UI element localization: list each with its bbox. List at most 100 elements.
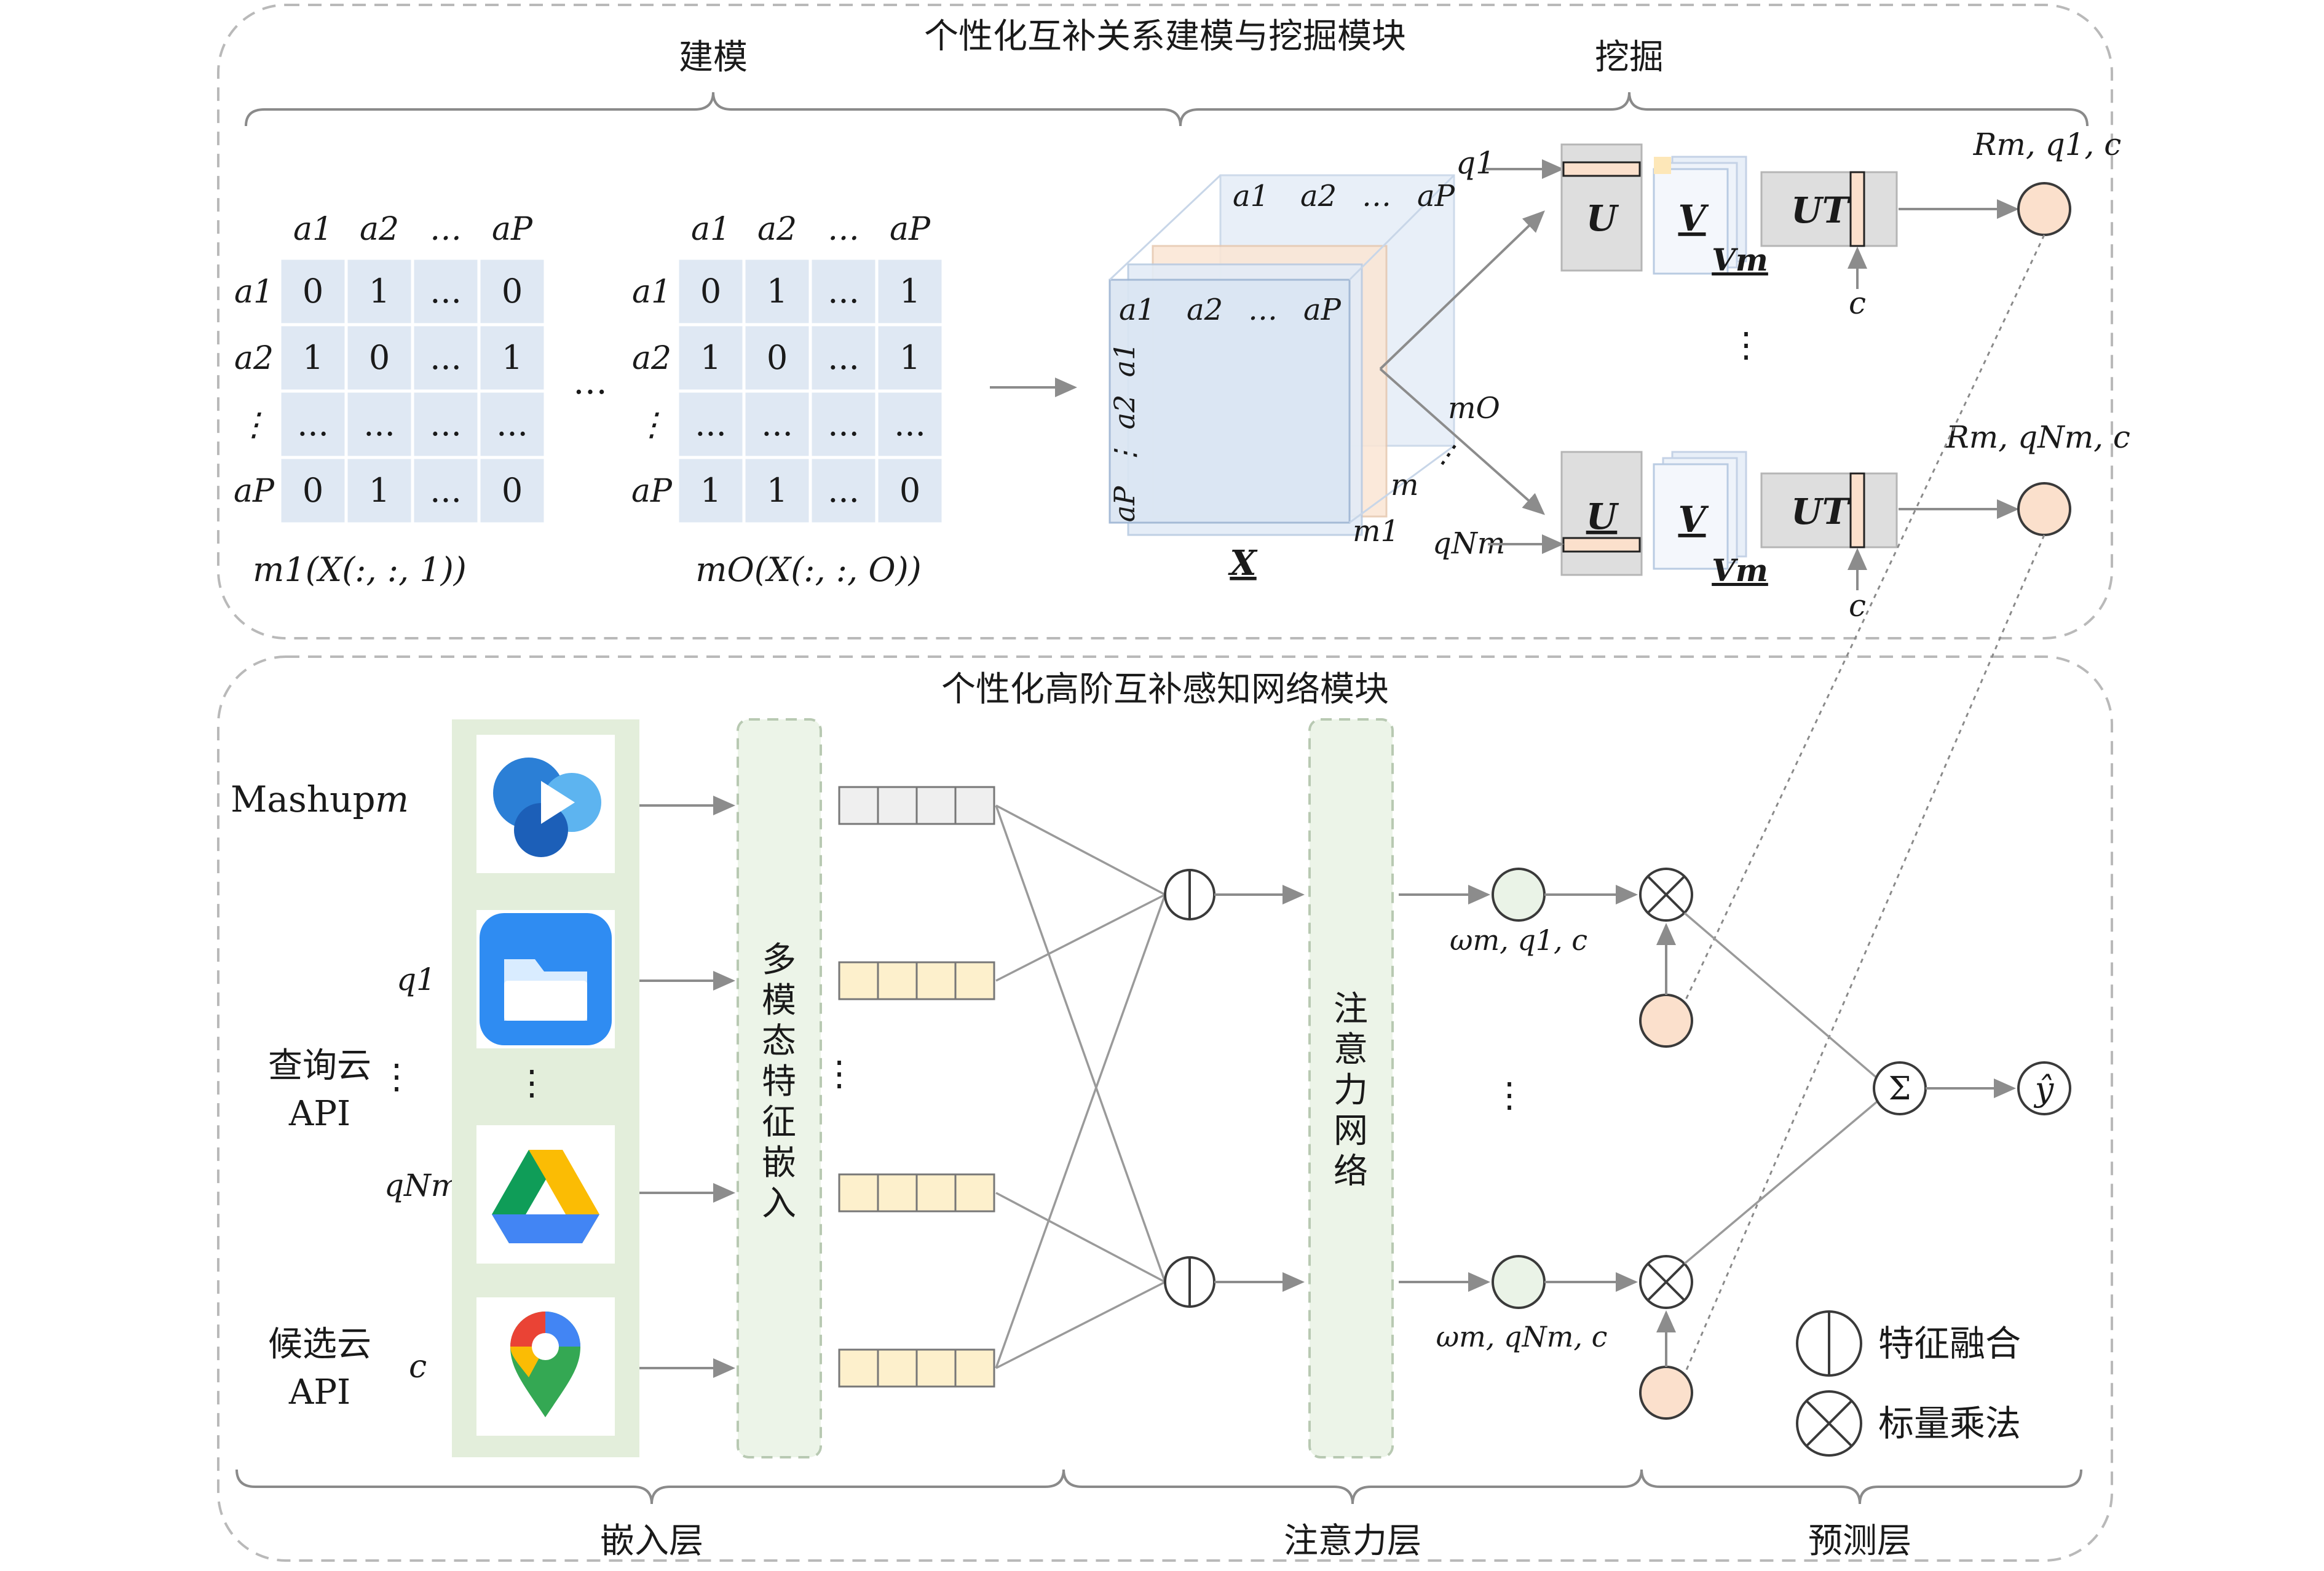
left-matrix-cell (411, 323, 481, 393)
embedding-vector-cell (877, 786, 918, 825)
multiply-node-bottom (1639, 1255, 1693, 1309)
left-matrix-cell-value: ... (430, 272, 462, 311)
embedding-vector-cell (838, 961, 879, 1000)
modeling-brace (245, 92, 1182, 127)
omega-node-bottom (1492, 1255, 1546, 1309)
tensor-front-row-header: a2 (1108, 395, 1141, 430)
right-matrix-cell-value: ... (894, 405, 926, 443)
embedding-box (737, 718, 822, 1458)
factorization-top: q1 U V Vm UT c Rm, q1, c (1456, 127, 2121, 321)
left-matrix-cell (411, 456, 481, 526)
left-matrix-cell-value: 1 (369, 272, 390, 311)
right-matrix-cell (742, 389, 812, 459)
left-matrix-cell (278, 256, 348, 326)
vertical-char: 征 (762, 1102, 796, 1142)
vector-dots: ⋮ (822, 1054, 856, 1094)
left-matrix-cell-value: 0 (369, 338, 390, 377)
tensor-back-col-header: … (1362, 179, 1391, 213)
vertical-char: 嵌 (762, 1143, 796, 1183)
left-matrix-cell-value: 0 (302, 471, 323, 510)
right-matrix-cell-value: 1 (767, 471, 788, 510)
right-matrix-cell-value: 1 (700, 471, 721, 510)
right-matrix-row-header: a1 (632, 274, 671, 311)
vertical-char: 态 (762, 1021, 796, 1061)
embedding-vector-cell (915, 961, 957, 1000)
tensor-to-bottom-arrow (1379, 368, 1545, 515)
mining-label: 挖掘 (1595, 38, 1664, 77)
tensor-to-top-arrow (1379, 210, 1545, 370)
left-matrix-col-header: aP (492, 211, 533, 248)
mashup-var: m (375, 778, 409, 820)
left-matrix-col-header: a2 (360, 211, 399, 248)
right-matrix-cell (808, 456, 879, 526)
top-module: 个性化互补关系建模与挖掘模块 建模 挖掘 (217, 4, 2113, 639)
sum-symbol: Σ (1889, 1070, 1911, 1107)
left-matrix-cell (477, 256, 547, 326)
U-label-top: U (1586, 197, 1619, 239)
left-matrix-cell-value: ... (297, 405, 329, 443)
right-matrix-cell-value: ... (828, 471, 860, 510)
left-matrix-cell-value: ... (363, 405, 395, 443)
right-matrix-cell (875, 256, 945, 326)
vertical-char: 网 (1334, 1111, 1368, 1151)
left-matrix-cell-value: ... (496, 405, 528, 443)
embedding-vector-cell (954, 1173, 995, 1213)
R-top-dotted-link (1683, 234, 2045, 1003)
UT-label-top: UT (1791, 189, 1851, 231)
V-label-top: V (1678, 197, 1709, 239)
tensor-slice-label-mO: mO (1448, 391, 1500, 425)
top-module-border (217, 4, 2113, 639)
left-matrix-row-header: a2 (234, 340, 274, 377)
matrix-between-dots: … (573, 362, 607, 402)
right-matrix-cell-value: 0 (767, 338, 788, 377)
tensor-back-col-header: aP (1417, 179, 1455, 213)
right-matrix-cell (808, 389, 879, 459)
attention-layer-brace (1062, 1469, 1643, 1505)
folder-icon (480, 913, 612, 1045)
vertical-char: 多 (762, 940, 796, 980)
left-matrix-caption: m1(X(:, :, 1)) (253, 550, 467, 589)
right-matrix-cell-value: ... (828, 272, 860, 311)
left-matrix-col-header: a1 (293, 211, 333, 248)
mining-brace (1179, 92, 2089, 127)
candidate-label-line2: API (288, 1372, 350, 1412)
right-matrix-cell (875, 456, 945, 526)
mult-top-to-sum (1683, 912, 1879, 1080)
right-matrix-cell-value: 0 (700, 272, 721, 311)
vertical-char: 注 (1334, 989, 1368, 1029)
vertical-char: 模 (762, 981, 796, 1021)
tensor-front-col-header: … (1248, 293, 1278, 327)
embedding-vector-cell (877, 1348, 918, 1388)
c-label-bottom: c (1849, 588, 1866, 623)
vertical-char: 入 (762, 1184, 796, 1224)
R-node-top (2017, 182, 2071, 236)
tensor-front-slice (1109, 279, 1351, 524)
omega-top-label: ωm, q1, c (1450, 924, 1587, 957)
left-matrix-cell-value: 1 (302, 338, 323, 377)
query-label-line2: API (288, 1094, 350, 1134)
output-label: ŷ (2034, 1070, 2055, 1109)
legend-fusion-label: 特征融合 (1878, 1323, 2021, 1364)
legend-scalar-label: 标量乘法 (1878, 1403, 2021, 1444)
U-row-bottom (1562, 537, 1641, 553)
left-matrix-cell-value: ... (430, 471, 462, 510)
google-drive-icon (492, 1150, 599, 1243)
tensor-front-col-header: aP (1303, 293, 1342, 327)
embedding-layer-brace (235, 1469, 1065, 1505)
bottom-module-border (217, 655, 2113, 1562)
right-matrix-col-header: a2 (757, 211, 797, 248)
V-label-bottom: V (1678, 499, 1709, 540)
UT-col-bottom (1849, 472, 1865, 548)
vertical-char: 特 (762, 1062, 796, 1102)
prediction-layer-brace (1640, 1469, 2082, 1505)
embedding-vector-cell (838, 1173, 879, 1213)
UT-block-bottom (1760, 472, 1898, 548)
left-matrix-cell (278, 389, 348, 459)
tensor-front-row-header: ⋮ (1108, 441, 1141, 469)
right-matrix-cell-value: ... (828, 405, 860, 443)
embedding-vectors (838, 786, 995, 1388)
bottom-module-title: 个性化高阶互补感知网络模块 (941, 670, 1389, 710)
right-matrix-row-header: ⋮ (636, 406, 668, 443)
